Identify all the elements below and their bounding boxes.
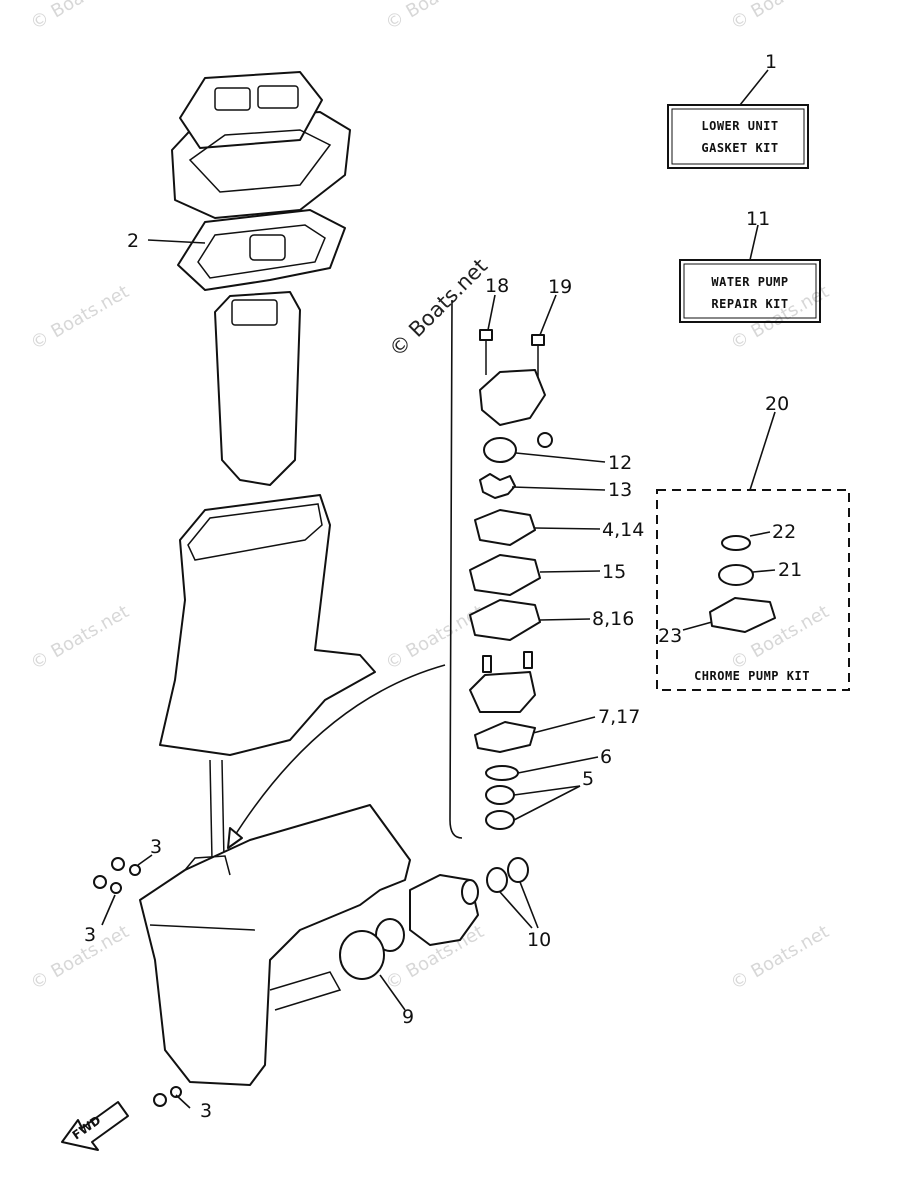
gasket-part-2: [177, 209, 346, 291]
kit-label-line1: WATER PUMP: [711, 275, 788, 289]
callout-5: 5: [582, 768, 594, 790]
watermark-main: © Boats.net: [385, 254, 493, 362]
plate-part-23: [709, 597, 776, 633]
callout-13: 13: [608, 479, 632, 501]
o-ring-part-6: [485, 765, 519, 781]
callout-11: 11: [746, 208, 770, 230]
callout-20: 20: [765, 393, 789, 415]
upper-gasket-stack: [171, 71, 351, 219]
drive-shaft-housing: [159, 494, 376, 861]
oil-seal-part-10a: [486, 867, 508, 893]
callout-7-17: 7,17: [598, 706, 640, 728]
plate-part-8-16: [469, 599, 541, 641]
callout-19: 19: [548, 276, 572, 298]
callout-9: 9: [402, 1006, 414, 1028]
callout-12: 12: [608, 452, 632, 474]
callout-1: 1: [765, 51, 777, 73]
callout-3: 3: [84, 924, 96, 946]
outer-plate-part-15: [469, 554, 541, 596]
lower-unit-gasket-kit-box: LOWER UNIT GASKET KIT: [667, 104, 809, 169]
bolt-19: [531, 334, 545, 380]
oil-seal-part-10b: [507, 857, 529, 883]
oil-seal-part-5b: [485, 810, 515, 830]
impeller-part-13: [479, 473, 516, 499]
water-pump-repair-kit-box: WATER PUMP REPAIR KIT: [679, 259, 821, 323]
watermark: © Boats.net: [27, 921, 133, 994]
callout-18: 18: [485, 275, 509, 297]
watermark: © Boats.net: [382, 601, 488, 674]
callout-8-16: 8,16: [592, 608, 634, 630]
chrome-pump-kit-box: CHROME PUMP KIT: [656, 489, 850, 691]
bolt-18: [479, 329, 493, 375]
watermark: © Boats.net: [382, 0, 488, 34]
lower-casing: [139, 804, 411, 1086]
pump-part-22: [721, 535, 751, 551]
pump-housing: [479, 369, 553, 448]
callout-6: 6: [600, 746, 612, 768]
watermark: © Boats.net: [27, 281, 133, 354]
exhaust-guide: [214, 291, 301, 486]
callout-21: 21: [778, 559, 802, 581]
pump-base: [469, 651, 536, 713]
pump-stack-bracket: [449, 299, 463, 839]
watermark: © Boats.net: [27, 0, 133, 34]
o-ring-part-9: [339, 930, 385, 980]
forward-arrow: FWD: [61, 1101, 129, 1151]
watermark: © Boats.net: [727, 921, 833, 994]
kit-label-line2: GASKET KIT: [701, 141, 778, 155]
callout-15: 15: [602, 561, 626, 583]
callout-4-14: 4,14: [602, 519, 644, 541]
gasket-part-4-14: [474, 509, 536, 546]
oil-seal-part-5a: [485, 785, 515, 805]
propeller-shaft-housing: [409, 874, 479, 946]
gasket-part-7-17: [474, 721, 536, 753]
callout-2: 2: [127, 230, 139, 252]
drain-plugs-part-3: [93, 857, 182, 1107]
callout-3: 3: [150, 836, 162, 858]
callout-23: 23: [658, 625, 682, 647]
leader-lines: [101, 69, 776, 1109]
insert-cartridge-part-12: [483, 437, 517, 463]
bearing: [375, 918, 405, 952]
watermark: © Boats.net: [727, 0, 833, 34]
kit-label-line1: LOWER UNIT: [701, 119, 778, 133]
liner-part-21: [718, 564, 754, 586]
chrome-pump-kit-label: CHROME PUMP KIT: [694, 669, 810, 683]
callout-3: 3: [200, 1100, 212, 1122]
assembly-arrow: [231, 664, 446, 841]
callout-10: 10: [527, 929, 551, 951]
callout-22: 22: [772, 521, 796, 543]
callout-numbers: 1 2 3 3 3 4,14 5 6 7,17 8,16 9 10 11 12 …: [84, 51, 802, 1122]
watermark: © Boats.net: [27, 601, 133, 674]
kit-label-line2: REPAIR KIT: [711, 297, 788, 311]
assembly-arrowhead: [227, 827, 243, 849]
